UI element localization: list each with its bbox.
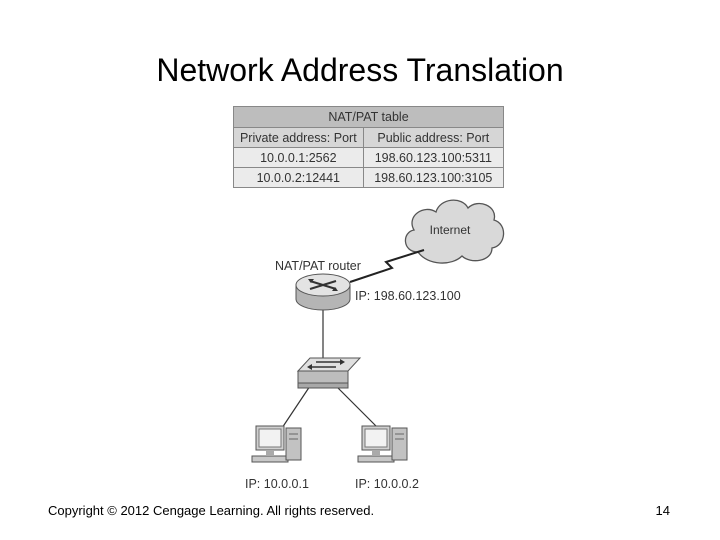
table-cell: 10.0.0.2:12441 bbox=[233, 167, 364, 188]
slide-title: Network Address Translation bbox=[156, 52, 564, 88]
table-cell: 198.60.123.100:3105 bbox=[362, 167, 505, 188]
router-ip: IP: 198.60.123.100 bbox=[355, 289, 461, 303]
table-row: 10.0.0.2:12441 198.60.123.100:3105 bbox=[233, 167, 505, 188]
host2-ip: IP: 10.0.0.2 bbox=[355, 477, 419, 491]
nat-pat-table: NAT/PAT table Private address: Port Publ… bbox=[233, 106, 505, 188]
internet-cloud-icon bbox=[404, 199, 505, 264]
switch-host2-link bbox=[335, 385, 379, 429]
host1-ip: IP: 10.0.0.1 bbox=[245, 477, 309, 491]
switch-icon bbox=[296, 357, 362, 389]
page-number: 14 bbox=[655, 503, 670, 518]
column-header-private: Private address: Port bbox=[233, 127, 364, 148]
router-label: NAT/PAT router bbox=[275, 259, 361, 273]
router-icon bbox=[295, 273, 351, 311]
switch-host1-link bbox=[281, 385, 311, 429]
cloud-label: Internet bbox=[430, 223, 471, 237]
computer-icon bbox=[251, 425, 302, 463]
table-cell: 198.60.123.100:5311 bbox=[362, 147, 505, 168]
lightning-link-icon bbox=[349, 249, 425, 283]
copyright-notice: Copyright © 2012 Cengage Learning. All r… bbox=[48, 503, 375, 518]
computer-icon bbox=[357, 425, 408, 463]
